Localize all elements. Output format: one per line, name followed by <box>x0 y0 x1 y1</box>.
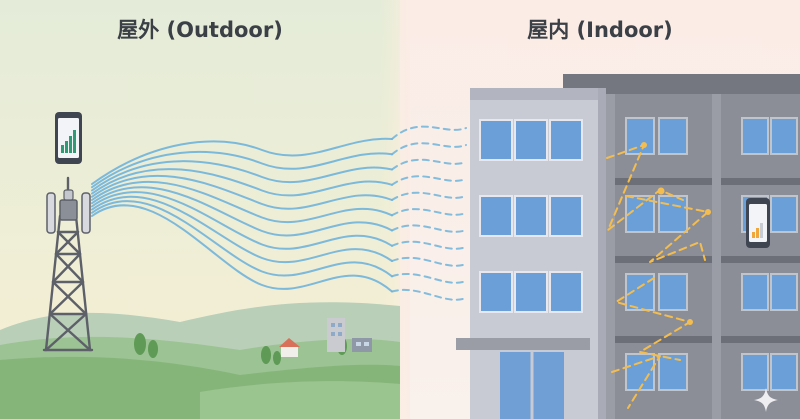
signal-waves <box>91 125 467 301</box>
town-buildings <box>279 318 372 357</box>
cell-tower-icon <box>42 176 94 352</box>
window <box>658 273 688 311</box>
building-back-roof <box>563 74 800 94</box>
entrance-canopy <box>456 338 590 350</box>
window <box>549 195 583 237</box>
tall-house <box>327 318 345 352</box>
window <box>770 273 798 311</box>
signal-wave-dashed <box>391 272 467 284</box>
tree <box>148 340 158 358</box>
window <box>625 195 655 233</box>
landscape-hills <box>0 302 400 419</box>
smartphone-icon <box>746 198 770 248</box>
tall-house-window <box>331 323 335 327</box>
tall-house-window <box>338 332 342 336</box>
building-front-roof <box>470 88 606 100</box>
foreground-hill <box>200 381 400 419</box>
signal-wave <box>91 204 393 293</box>
window <box>625 117 655 155</box>
red-roof-house <box>281 346 298 357</box>
window <box>479 195 513 237</box>
window <box>741 353 769 391</box>
floor-slab <box>606 256 800 263</box>
indoor-title: 屋内 (Indoor) <box>527 18 673 42</box>
signal-wave <box>91 180 393 223</box>
signal-wave <box>91 160 393 192</box>
signal-wave <box>91 186 393 237</box>
signal-wave <box>91 195 393 264</box>
window <box>741 273 769 311</box>
small-house-window <box>364 342 369 346</box>
tall-house-window <box>331 332 335 336</box>
signal-wave-dashed <box>391 125 467 140</box>
antenna-panel-left <box>46 192 56 234</box>
tree <box>273 351 281 365</box>
floor-slab <box>606 336 800 343</box>
signal-wave <box>91 200 393 278</box>
signal-wave-dashed <box>391 224 467 233</box>
floor-slab <box>606 178 800 185</box>
signal-wave-dashed <box>391 142 467 156</box>
window <box>514 195 548 237</box>
signal-wave-dashed <box>391 289 467 301</box>
front-windows <box>479 119 583 313</box>
signal-wave-dashed <box>391 175 467 186</box>
window <box>514 271 548 313</box>
window <box>479 119 513 161</box>
window <box>514 119 548 161</box>
signal-wave-dashed <box>391 158 467 171</box>
tall-house-window <box>338 323 342 327</box>
sparkle-icon <box>754 388 778 412</box>
window <box>770 195 798 233</box>
signal-wave-dashed <box>391 208 467 217</box>
window <box>658 117 688 155</box>
window <box>741 117 769 155</box>
window <box>658 353 688 391</box>
red-roof <box>279 338 300 347</box>
window <box>658 195 688 233</box>
reflection-points <box>641 142 711 325</box>
window <box>549 271 583 313</box>
small-house <box>352 338 372 352</box>
smartphone-icon <box>55 112 82 164</box>
signal-wave <box>91 174 393 210</box>
back-floor-slabs <box>606 94 800 419</box>
window <box>549 119 583 161</box>
outdoor-title: 屋外 (Outdoor) <box>117 18 283 42</box>
building-column <box>712 94 721 419</box>
antenna-panel-right <box>81 192 91 234</box>
antenna-panel-center <box>63 189 74 201</box>
signal-wave <box>91 151 393 189</box>
signal-wave-dashed <box>391 256 467 267</box>
signal-wave <box>91 137 393 185</box>
signal-wave <box>91 168 393 197</box>
window <box>770 117 798 155</box>
signal-wave-dashed <box>391 240 467 250</box>
window <box>770 353 798 391</box>
tower-antenna-head <box>46 189 91 234</box>
tree <box>134 333 146 355</box>
small-house-window <box>356 342 361 346</box>
building-front-side <box>598 88 606 419</box>
building-column <box>606 94 615 419</box>
signal-wave <box>91 191 393 250</box>
signal-wave-dashed <box>391 191 467 201</box>
antenna-hub <box>59 199 78 221</box>
tree <box>261 346 271 364</box>
window <box>479 271 513 313</box>
